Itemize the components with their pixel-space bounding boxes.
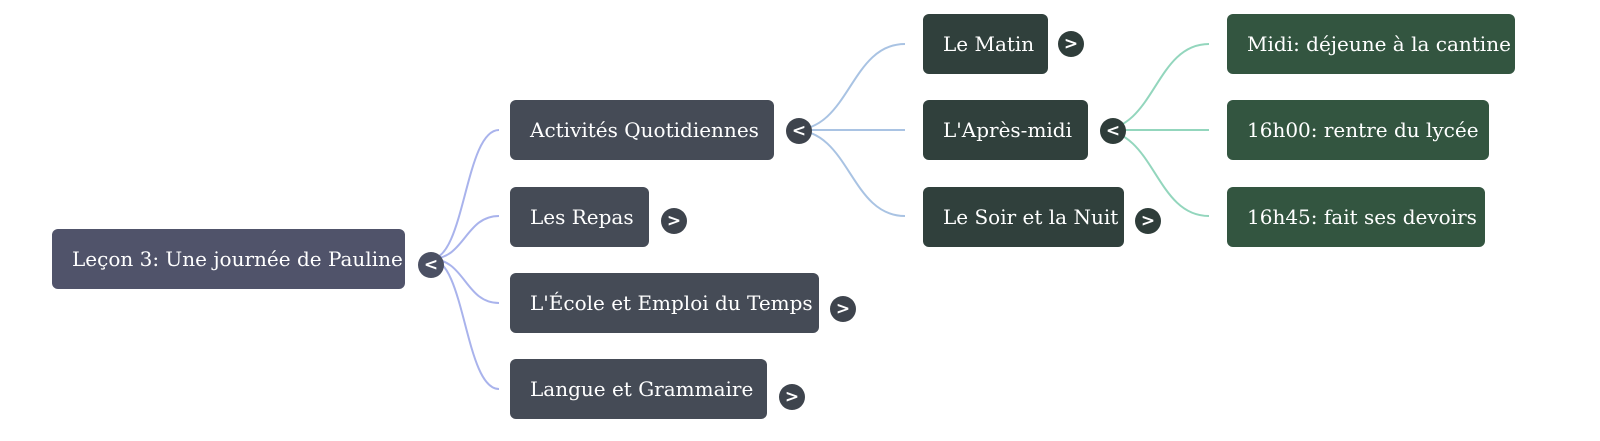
branch-node-ecole[interactable]: L'École et Emploi du Temps bbox=[510, 273, 819, 333]
ecole-expand-toggle[interactable]: > bbox=[830, 296, 856, 322]
link-root-activites bbox=[430, 129, 500, 260]
sub-node-label: Le Matin bbox=[943, 32, 1035, 56]
link-apresmidi-midi bbox=[1099, 43, 1210, 131]
link-activites-soir bbox=[793, 129, 906, 217]
link-root-langue bbox=[430, 258, 500, 390]
sub-node-matin[interactable]: Le Matin bbox=[923, 14, 1048, 74]
activites-collapse-toggle[interactable]: < bbox=[786, 118, 812, 144]
branch-node-label: Activités Quotidiennes bbox=[530, 118, 759, 142]
leaf-node-label: 16h45: fait ses devoirs bbox=[1247, 205, 1477, 229]
link-activites-matin bbox=[793, 43, 906, 131]
root-collapse-toggle[interactable]: < bbox=[418, 252, 444, 278]
sub-node-label: L'Après-midi bbox=[943, 118, 1073, 142]
branch-node-activites[interactable]: Activités Quotidiennes bbox=[510, 100, 774, 160]
sub-node-apresmidi[interactable]: L'Après-midi bbox=[923, 100, 1088, 160]
root-node-label: Leçon 3: Une journée de Pauline bbox=[72, 247, 403, 271]
branch-node-langue[interactable]: Langue et Grammaire bbox=[510, 359, 767, 419]
repas-expand-toggle[interactable]: > bbox=[661, 208, 687, 234]
matin-expand-toggle[interactable]: > bbox=[1058, 31, 1084, 57]
leaf-node-16h00[interactable]: 16h00: rentre du lycée bbox=[1227, 100, 1489, 160]
link-root-repas bbox=[430, 215, 500, 260]
branch-node-label: Langue et Grammaire bbox=[530, 377, 754, 401]
apresmidi-collapse-toggle[interactable]: < bbox=[1100, 118, 1126, 144]
sub-node-soir[interactable]: Le Soir et la Nuit bbox=[923, 187, 1124, 247]
branch-node-label: L'École et Emploi du Temps bbox=[530, 291, 813, 315]
leaf-node-midi[interactable]: Midi: déjeune à la cantine bbox=[1227, 14, 1515, 74]
sub-node-label: Le Soir et la Nuit bbox=[943, 205, 1119, 229]
leaf-node-16h45[interactable]: 16h45: fait ses devoirs bbox=[1227, 187, 1485, 247]
root-node[interactable]: Leçon 3: Une journée de Pauline bbox=[52, 229, 405, 289]
soir-expand-toggle[interactable]: > bbox=[1135, 208, 1161, 234]
branch-node-label: Les Repas bbox=[530, 205, 634, 229]
branch-node-repas[interactable]: Les Repas bbox=[510, 187, 649, 247]
leaf-node-label: 16h00: rentre du lycée bbox=[1247, 118, 1479, 142]
langue-expand-toggle[interactable]: > bbox=[779, 384, 805, 410]
leaf-node-label: Midi: déjeune à la cantine bbox=[1247, 32, 1511, 56]
